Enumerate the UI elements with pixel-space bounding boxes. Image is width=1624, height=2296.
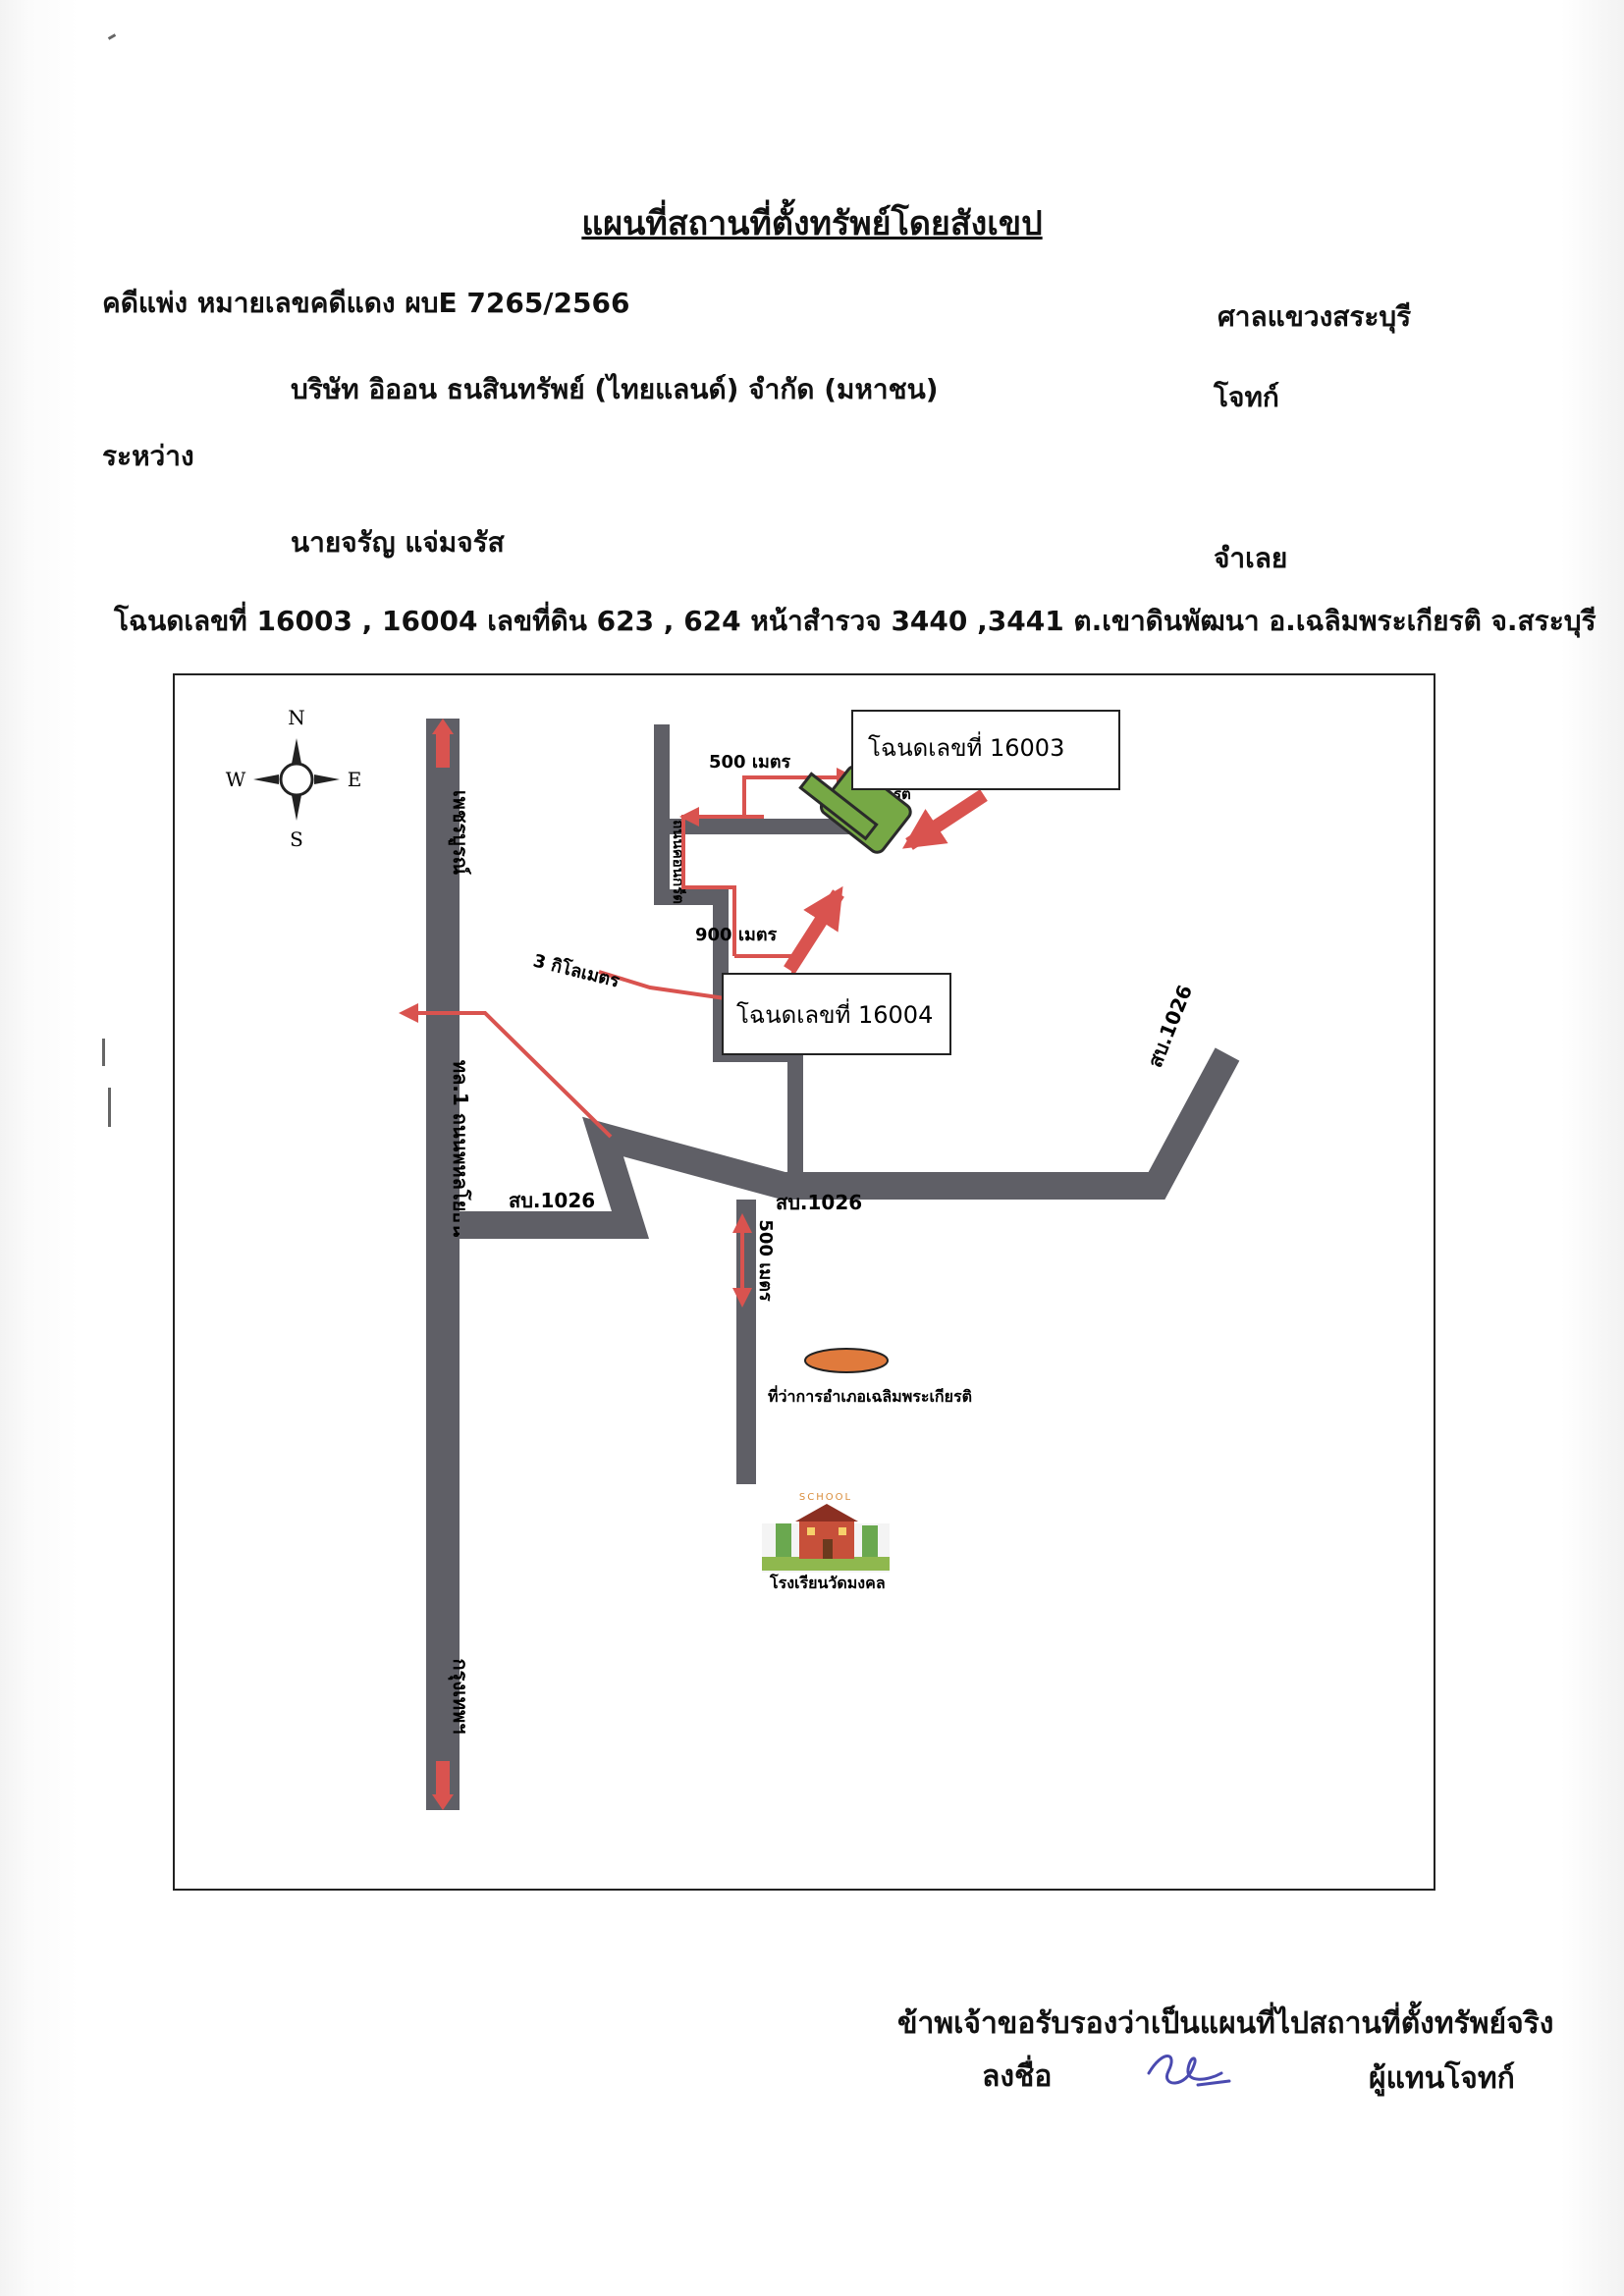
compass-n: N <box>288 706 305 729</box>
plaintiff-role: โจทก์ <box>1214 381 1279 413</box>
highway-top-label: เพชรบูรณ์ <box>447 790 472 876</box>
school-name-label: โรงเรียนวัดมงคล <box>769 1573 886 1592</box>
route-arrow-west <box>399 1003 613 1139</box>
road-1026-right-label: สบ.1026 <box>1143 982 1197 1071</box>
map-frame: N S E W เพชรบูรณ์ ทล.1 ถนนพหลโยธิน กรุงเ… <box>173 673 1435 1891</box>
compass-e: E <box>348 768 362 791</box>
court-name: ศาลแขวงสระบุรี <box>1218 300 1412 333</box>
pointer-16004 <box>784 885 844 974</box>
compass-s: S <box>290 828 303 851</box>
dist-900m-label: 900 เมตร <box>695 925 778 945</box>
scan-speck <box>107 33 117 40</box>
dist-500m-top-label: 500 เมตร <box>709 752 791 773</box>
deed-16004-box <box>722 973 951 1055</box>
pointer-16003 <box>901 789 988 850</box>
signer-role: ผู้แทนโจทก์ <box>1369 2061 1515 2096</box>
road-1026-left-label: สบ.1026 <box>509 1189 595 1212</box>
plot-16004 <box>798 772 879 841</box>
deed-16003-box <box>851 710 1120 790</box>
road-1026 <box>460 1047 1240 1239</box>
between-label: ระหว่าง <box>102 440 194 472</box>
scan-speck <box>102 1039 105 1066</box>
scan-speck <box>108 1088 111 1127</box>
school-sign: SCHOOL <box>799 1492 852 1503</box>
deed-16004-label: โฉนดเลขที่ 16004 <box>736 998 933 1029</box>
district-office-marker <box>804 1348 889 1373</box>
highway-north-arrow <box>436 732 450 768</box>
signature <box>1147 2055 1231 2087</box>
deed-details: โฉนดเลขที่ 16003 , 16004 เลขที่ดิน 623 ,… <box>114 605 1597 637</box>
location-map: N S E W เพชรบูรณ์ ทล.1 ถนนพหลโยธิน กรุงเ… <box>226 706 1240 1810</box>
defendant-role: จำเลย <box>1214 542 1288 574</box>
compass-w: W <box>226 768 246 791</box>
school-icon: SCHOOL <box>762 1492 890 1573</box>
document-title: แผนที่สถานที่ตั้งทรัพย์โดยสังเขป <box>581 204 1043 243</box>
certification-text: ข้าพเจ้าขอรับรองว่าเป็นแผนที่ไปสถานที่ตั… <box>897 2006 1554 2041</box>
district-office-label: ที่ว่าการอำเภอเฉลิมพระเกียรติ <box>768 1385 972 1406</box>
signature-label: ลงชื่อ <box>982 2059 1053 2094</box>
concrete-road <box>654 724 856 1182</box>
highway-south-arrow <box>436 1761 450 1796</box>
defendant-name: นายจรัญ แจ่มจรัส <box>291 526 505 559</box>
dist-500m-down-label: 500 เมตร <box>755 1219 776 1302</box>
south-branch-road <box>736 1200 756 1484</box>
compass-rose: N S E W <box>226 706 362 851</box>
highway-mid-label: ทล.1 ถนนพหลโยธิน <box>449 1060 472 1238</box>
deed-16003-label: โฉนดเลขที่ 16003 <box>868 731 1064 762</box>
highway-1-road <box>426 719 460 1810</box>
road-1026-mid-label: สบ.1026 <box>776 1191 862 1214</box>
dist-3km-label: 3 กิโลเมตร <box>531 950 623 992</box>
highway-bottom-label: กรุงเทพฯ <box>448 1658 472 1734</box>
plaintiff-name: บริษัท อิออน ธนสินทรัพย์ (ไทยแลนด์) จำกั… <box>291 373 939 405</box>
case-number: คดีแพ่ง หมายเลขคดีแดง ผบE 7265/2566 <box>102 287 630 319</box>
